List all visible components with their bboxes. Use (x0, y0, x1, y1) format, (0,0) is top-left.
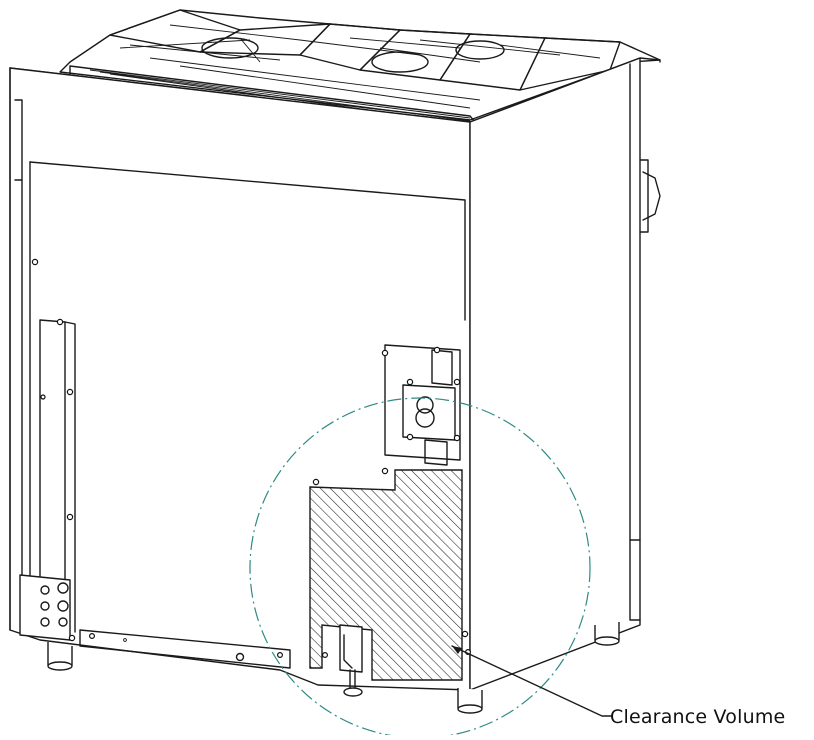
bottom-rail (79, 629, 291, 669)
leveling-foot (339, 624, 363, 697)
gas-regulator (381, 344, 461, 475)
callout-leader-line (451, 645, 613, 717)
gas-burner-grates (59, 9, 661, 129)
appliance-feet (47, 622, 620, 714)
gas-inlet-block (19, 574, 76, 642)
clearance-volume-label: Clearance Volume (610, 706, 786, 728)
